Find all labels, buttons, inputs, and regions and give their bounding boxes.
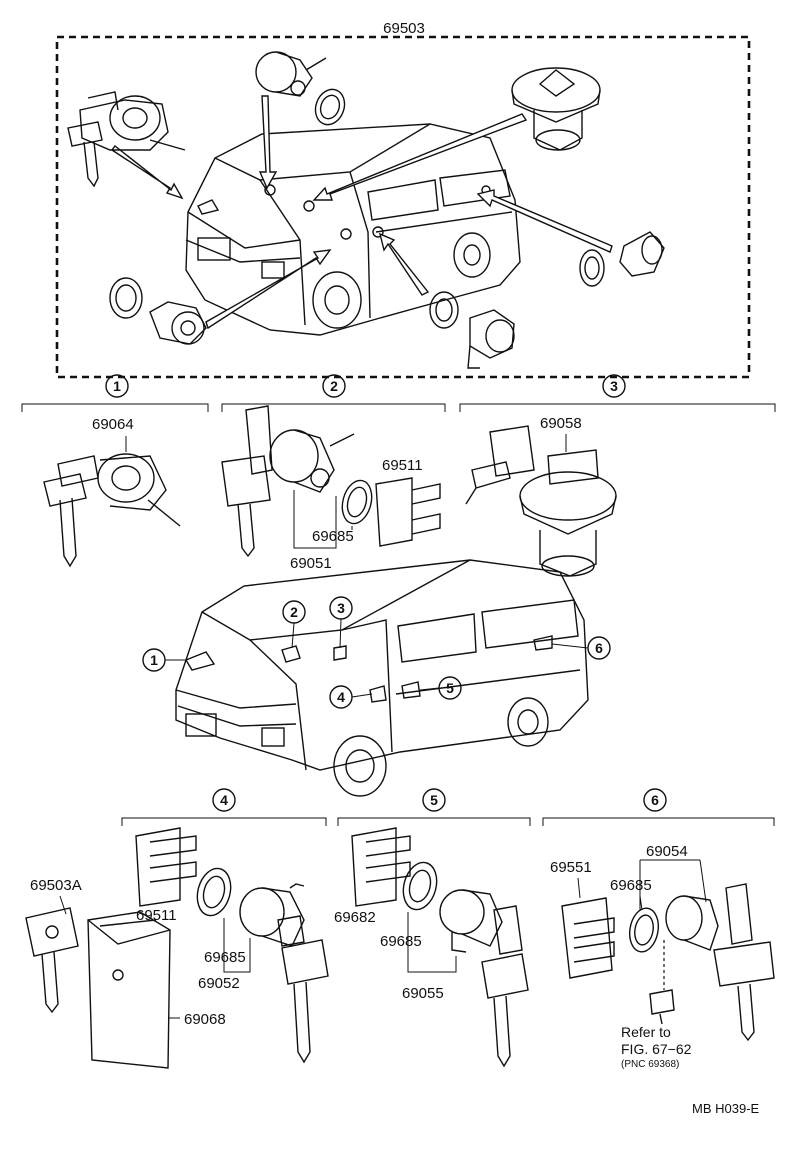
group-header-row-2: 4 5 6 bbox=[121, 788, 775, 826]
label-69064: 69064 bbox=[92, 416, 134, 433]
callout-2-van: 2 bbox=[290, 604, 298, 620]
callout-4-bottom: 4 bbox=[220, 792, 228, 808]
group-4-door-lock: 69511 69685 69052 bbox=[135, 827, 329, 1064]
assembly-part-number: 69503 bbox=[383, 20, 425, 37]
assembly-dashed-frame bbox=[55, 35, 751, 379]
callout-3-van: 3 bbox=[337, 600, 345, 616]
van-callouts: 1 2 3 4 5 6 bbox=[142, 596, 611, 709]
refer-pnc: (PNC 69368) bbox=[621, 1059, 679, 1070]
gasket-69685-g2 bbox=[341, 479, 373, 525]
label-69685-g6: 69685 bbox=[610, 877, 652, 894]
back-door-lock-assembly bbox=[579, 231, 665, 287]
callout-circle-3-top bbox=[602, 374, 626, 398]
gasket-69685-g4 bbox=[196, 867, 232, 917]
bracket-group-6 bbox=[542, 817, 775, 826]
bracket-group-4 bbox=[121, 817, 327, 826]
bracket-group-1 bbox=[21, 403, 209, 412]
label-69685-g4: 69685 bbox=[204, 949, 246, 966]
callout-circle-2-top bbox=[322, 374, 346, 398]
callout-4-van: 4 bbox=[337, 689, 345, 705]
refer-text-line2: FIG. 67−62 bbox=[621, 1041, 692, 1057]
callout-circle-1-top bbox=[105, 374, 129, 398]
group-2-door-lock: 69685 69051 69511 bbox=[221, 405, 441, 572]
callout-1-top: 1 bbox=[113, 378, 121, 394]
assembly-section: 69503 bbox=[55, 20, 751, 379]
callout-5-bottom: 5 bbox=[430, 792, 438, 808]
assembly-arrows bbox=[110, 95, 613, 330]
callout-6-bottom: 6 bbox=[651, 792, 659, 808]
bracket-group-2 bbox=[221, 403, 446, 412]
gasket-69685-g5 bbox=[402, 861, 438, 911]
callout-1-van: 1 bbox=[150, 652, 158, 668]
label-69058: 69058 bbox=[540, 415, 582, 432]
fuel-cap-lock-assembly bbox=[511, 67, 601, 151]
bracket-group-3 bbox=[459, 403, 776, 412]
group-5-door-lock: 69682 69685 69055 bbox=[334, 827, 529, 1068]
callout-2-top: 2 bbox=[330, 378, 338, 394]
key-pouch-69068 bbox=[87, 911, 171, 1069]
van-illustration-top bbox=[185, 123, 521, 336]
label-69511-g4: 69511 bbox=[136, 907, 177, 924]
label-69051: 69051 bbox=[290, 555, 332, 572]
group-3-fuel-cap: 69058 bbox=[465, 415, 617, 577]
callout-6-van: 6 bbox=[595, 640, 603, 656]
label-69054: 69054 bbox=[646, 843, 688, 860]
callout-3-top: 3 bbox=[610, 378, 618, 394]
drawing-code: MB H039-E bbox=[692, 1101, 760, 1116]
ignition-lock-assembly bbox=[67, 91, 186, 188]
group-header-row-1: 1 2 3 bbox=[21, 374, 776, 412]
label-69511-g2: 69511 bbox=[382, 457, 423, 474]
label-69551: 69551 bbox=[550, 859, 592, 876]
label-69055: 69055 bbox=[402, 985, 444, 1002]
label-69052: 69052 bbox=[198, 975, 240, 992]
refer-text-line1: Refer to bbox=[621, 1024, 671, 1040]
bracket-group-5 bbox=[337, 817, 531, 826]
label-69503A: 69503A bbox=[30, 877, 82, 894]
label-69682: 69682 bbox=[334, 909, 376, 926]
key-and-pouch: 69503A 69068 bbox=[25, 877, 226, 1069]
group-1-ignition-lock: 69064 bbox=[43, 416, 181, 568]
slide-door-lock-assembly bbox=[429, 291, 515, 369]
label-69685-g2: 69685 bbox=[312, 528, 354, 545]
callout-5-van: 5 bbox=[446, 680, 454, 696]
group-6-back-door-lock: 69551 69685 69054 Refer to FIG. 67−62 (P… bbox=[550, 843, 775, 1070]
door-lock-top-assembly bbox=[255, 51, 346, 126]
gasket-69685-g6 bbox=[628, 907, 660, 953]
van-illustration-middle bbox=[175, 559, 589, 797]
front-door-lock-assembly bbox=[109, 277, 207, 345]
label-69068: 69068 bbox=[184, 1011, 226, 1028]
label-69685-g5: 69685 bbox=[380, 933, 422, 950]
